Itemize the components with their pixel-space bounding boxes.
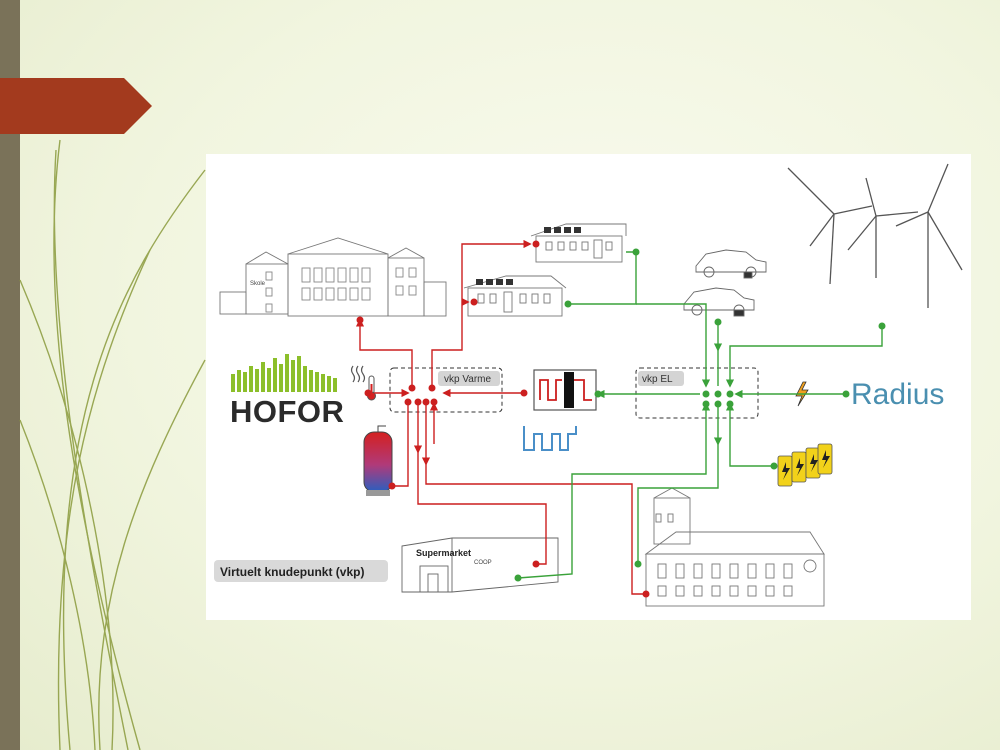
house-middle xyxy=(463,275,567,317)
heat-pump-icon xyxy=(523,369,597,451)
supermarket-sub-label: COOP xyxy=(474,560,492,566)
electricity-nodes xyxy=(514,248,886,582)
vkp-el-box xyxy=(635,367,759,419)
vkp-varme-box xyxy=(389,367,503,413)
vkp-el-label: vkp EL xyxy=(642,374,673,385)
hot-water-tank-icon xyxy=(363,425,393,496)
legend-box xyxy=(214,560,388,582)
supermarket-label: Supermarket xyxy=(416,548,471,558)
wind-turbine-icon xyxy=(787,163,963,308)
factory-building xyxy=(644,487,825,607)
house-top xyxy=(530,223,627,263)
school-building xyxy=(219,237,447,317)
legend-label: Virtuelt knudepunkt (vkp) xyxy=(220,565,364,579)
school-sign: Skole xyxy=(250,281,266,287)
battery-icon xyxy=(777,443,833,487)
electric-car-icon xyxy=(683,249,767,317)
hofor-logo: HOFOR xyxy=(230,354,344,429)
title-arrow-shape xyxy=(0,78,152,134)
radius-label: Radius xyxy=(851,378,944,411)
energy-system-diagram: HOFOR xyxy=(206,154,971,620)
slide-side-bar xyxy=(0,0,20,750)
vkp-varme-label: vkp Varme xyxy=(444,374,491,385)
heat-nodes xyxy=(356,240,650,598)
hofor-label: HOFOR xyxy=(230,394,344,429)
supermarket-building xyxy=(401,537,559,593)
heat-network-lines xyxy=(355,239,646,595)
thermometer-icon xyxy=(350,365,376,401)
electricity-network-lines xyxy=(517,251,883,579)
